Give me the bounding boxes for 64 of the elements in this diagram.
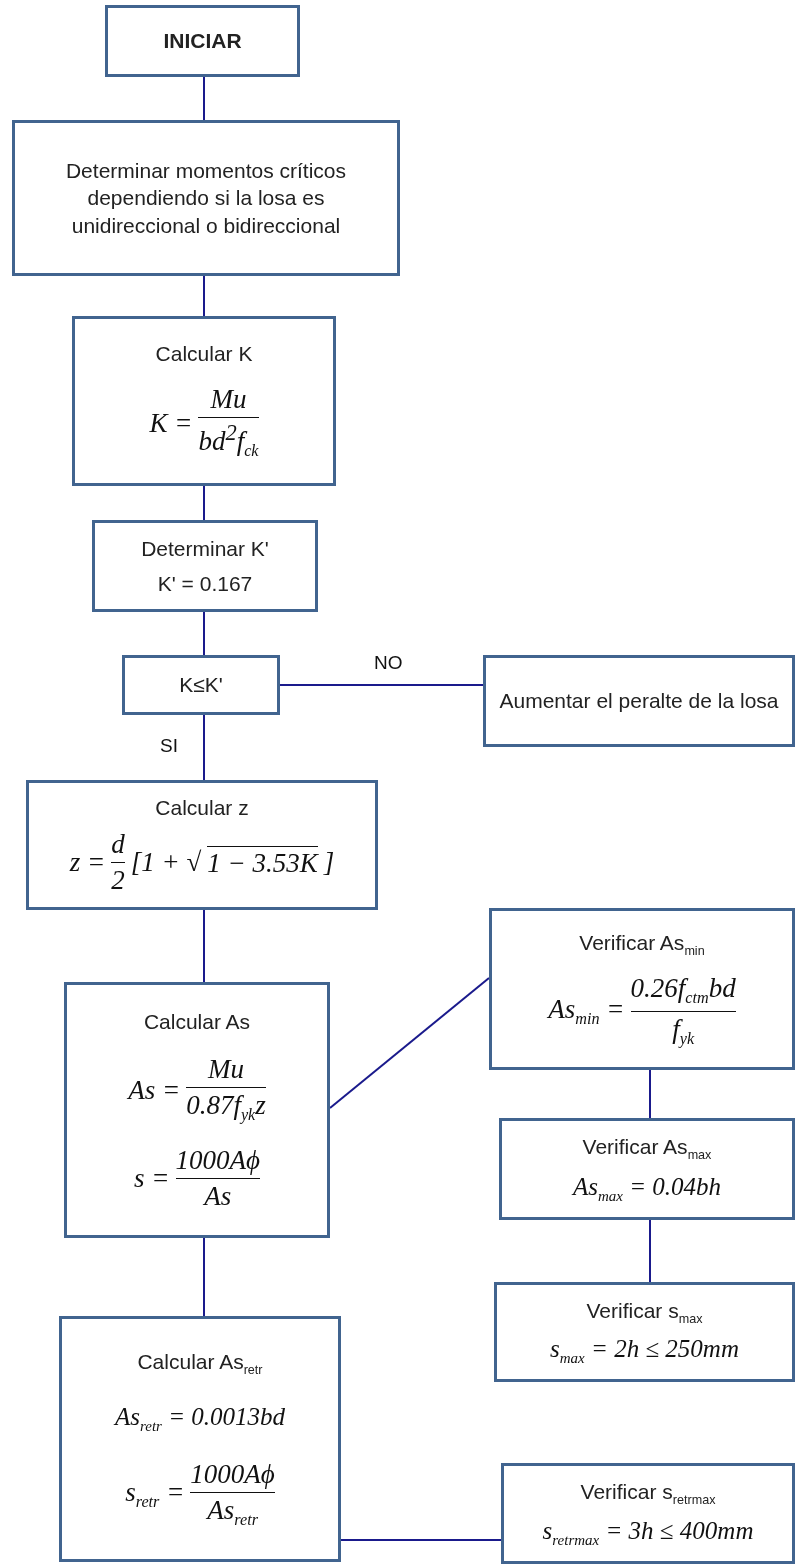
fraction-numerator: 0.26f$_{ctm}$bd [630,973,736,1009]
process-box [72,316,336,486]
formula-text: As$_{max}$ = 0.04bh [572,1172,722,1205]
process-box [501,1463,795,1564]
fraction-denominator: f$_{yk}$ [672,1013,695,1050]
formula-text: s$_{retr}$ = [125,1477,185,1513]
process-box [12,120,400,276]
process-box [489,908,795,1070]
step-text: Calcular As [143,1009,251,1036]
connector-line [340,1539,502,1541]
step-text: Calcular As$_{retr}$ [137,1348,263,1379]
connector-line [203,485,205,521]
connector-line [329,977,490,1109]
fraction-denominator: As [204,1180,232,1212]
process-box [499,1118,795,1220]
connector-line [203,909,205,983]
step-text: Verificar s$_{max}$ [586,1297,703,1328]
formula-text: As$_{retr}$ = 0.0013bd [114,1402,286,1435]
step-text: INICIAR [163,28,242,55]
process-box [26,780,378,910]
formula-text: ] [323,846,335,878]
fraction-numerator: Mu [210,384,247,416]
step-text: Verificar s$_{retrmax}$ [580,1479,716,1509]
formula-text: As = [128,1074,181,1106]
process-box [122,655,280,715]
formula-text: [1 + √ [130,846,202,878]
fraction-numerator: d [111,828,125,860]
connector-line [203,714,205,781]
formula-text: K = [149,407,193,439]
process-box [92,520,318,612]
fraction-numerator: 1000Aϕ [175,1144,260,1176]
fraction-denominator: 0.87f$_{yk}$z [186,1090,266,1126]
connector-line [203,1237,205,1317]
formula-text: As$_{min}$ = [548,993,625,1029]
connector-line [649,1219,651,1283]
fraction-numerator: Mu [208,1054,244,1086]
fraction-numerator: 1000Aϕ [190,1459,275,1491]
formula-text: s$_{retrmax}$ = 3h ≤ 400mm [542,1516,754,1549]
process-box [494,1282,795,1382]
radicand-text: 1 − 3.53K [207,845,318,879]
step-text: K' = 0.167 [157,570,253,597]
connector-line [203,76,205,121]
step-text: Calcular K [155,341,253,368]
step-text: K≤K' [179,672,223,699]
step-text: Aumentar el peralte de la losa [499,688,779,715]
fraction-denominator: bd$^{2}$f$_{ck}$ [198,420,259,462]
connector-line [203,611,205,656]
connector-line [203,275,205,317]
step-text: Verificar As$_{min}$ [579,929,705,960]
fraction-denominator: As$_{retr}$ [207,1495,258,1531]
formula-text: s = [134,1162,170,1194]
fraction-denominator: 2 [111,864,125,896]
step-text: Calcular z [155,795,249,822]
connector-line [279,684,484,686]
process-box [59,1316,341,1562]
formula-text: s$_{max}$ = 2h ≤ 250mm [550,1335,739,1368]
step-text: Verificar As$_{max}$ [582,1134,712,1165]
process-box [105,5,300,77]
process-box [483,655,795,747]
connector-line [649,1069,651,1119]
formula-text: z = [69,846,106,878]
step-text: Determinar K' [141,535,269,562]
step-text: Determinar momentos críticos dependiendo si la losa es unidireccional o bidireccional [64,158,348,239]
process-box [64,982,330,1238]
